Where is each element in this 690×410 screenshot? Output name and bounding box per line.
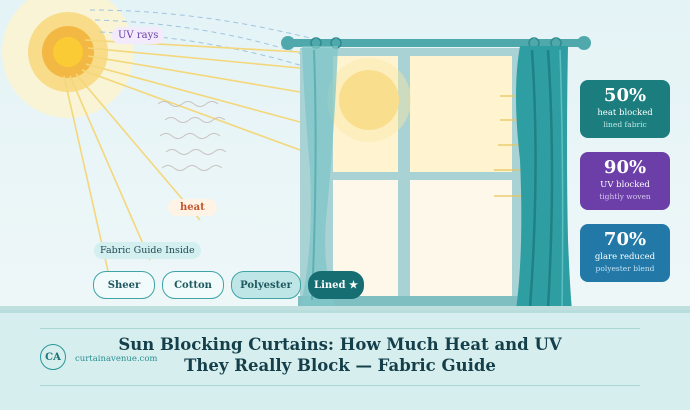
fabric-tab-polyester[interactable]: Polyester [231, 271, 301, 299]
stat-uv-label: UV blocked [600, 180, 650, 190]
stat-heat-sub: lined fabric [603, 120, 647, 129]
fabric-tab-lined[interactable]: Lined ★ [308, 271, 364, 299]
stat-heat-label: heat blocked [597, 108, 653, 118]
uv-rays-label: UV rays [112, 27, 165, 44]
page-title-line-2: They Really Block — Fabric Guide [184, 356, 496, 375]
window-illustration [298, 48, 530, 306]
stat-heat-percent: 50% [603, 85, 647, 106]
page-title-line-1: Sun Blocking Curtains: How Much Heat and… [118, 335, 562, 354]
footer-divider-top [40, 328, 640, 329]
stat-card-glare: 70% glare reduced polyester blend [580, 224, 670, 282]
curtain-rod [281, 36, 591, 50]
stat-uv-percent: 90% [603, 157, 647, 178]
footer-divider-bottom [40, 385, 640, 386]
curtain-illustration [300, 46, 572, 310]
stat-glare-percent: 70% [603, 229, 647, 250]
hero-scene: UV rays heat Fabric Guide Inside Sheer C… [0, 0, 690, 310]
stat-uv-sub: tightly woven [599, 192, 651, 201]
site-logo[interactable]: CA [40, 344, 66, 370]
heat-waves [157, 101, 227, 171]
stat-card-uv: 90% UV blocked tightly woven [580, 152, 670, 210]
site-url-link[interactable]: curtainavenue.com [75, 354, 158, 364]
fabric-tab-cotton[interactable]: Cotton [162, 271, 224, 299]
fabric-guide-label: Fabric Guide Inside [94, 242, 201, 259]
fabric-tab-group: Sheer Cotton Polyester Lined ★ [93, 271, 364, 299]
heat-label: heat [168, 199, 217, 216]
footer-banner: CA curtainavenue.com Sun Blocking Curtai… [0, 310, 690, 410]
floor-line [0, 306, 690, 310]
scene-illustration [0, 0, 690, 310]
sun-icon [2, 0, 134, 118]
page-title: Sun Blocking Curtains: How Much Heat and… [115, 334, 565, 376]
stat-glare-sub: polyester blend [595, 264, 655, 273]
stat-glare-label: glare reduced [594, 252, 656, 262]
fabric-tab-sheer[interactable]: Sheer [93, 271, 155, 299]
stat-card-heat: 50% heat blocked lined fabric [580, 80, 670, 138]
